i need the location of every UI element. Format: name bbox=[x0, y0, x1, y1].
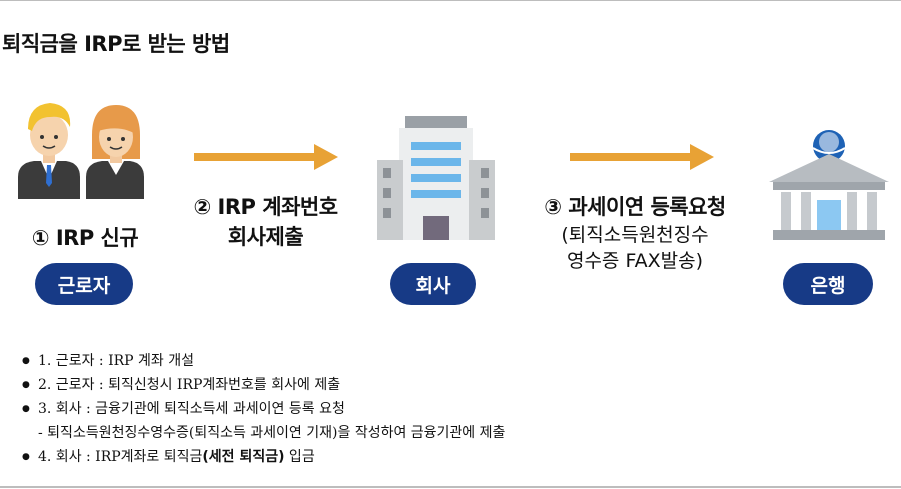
list-item-4-suffix: 입금 bbox=[284, 449, 315, 465]
arrow-2-icon bbox=[570, 144, 714, 170]
step3-label: ③ 과세이연 등록요청 bbox=[544, 195, 726, 219]
workers-illustration bbox=[18, 103, 144, 199]
worker-badge: 근로자 bbox=[35, 263, 133, 305]
company-building-icon bbox=[377, 116, 495, 240]
list-item-1: 1. 근로자 : IRP 계좌 개설 bbox=[22, 349, 505, 373]
bottom-divider bbox=[0, 486, 901, 488]
list-item-4-prefix: 4. 회사 : IRP계좌로 퇴직금 bbox=[38, 449, 203, 465]
step2-label-line1: ② IRP 계좌번호 bbox=[193, 195, 338, 219]
bank-building-icon bbox=[769, 130, 889, 240]
list-item-4-bold: (세전 퇴직금) bbox=[202, 449, 285, 465]
steps-list: 1. 근로자 : IRP 계좌 개설 2. 근로자 : 퇴직신청시 IRP계좌번… bbox=[22, 349, 505, 469]
list-item-3: 3. 회사 : 금융기관에 퇴직소득세 과세이연 등록 요청 bbox=[22, 397, 505, 421]
list-item-2: 2. 근로자 : 퇴직신청시 IRP계좌번호를 회사에 제출 bbox=[22, 373, 505, 397]
page-title: 퇴직금을 IRP로 받는 방법 bbox=[2, 32, 230, 56]
step3-sub-line2: 영수증 FAX발송) bbox=[566, 250, 704, 272]
list-item-3-detail: - 퇴직소득원천징수영수증(퇴직소득 과세이연 기재)을 작성하여 금융기관에 … bbox=[38, 425, 506, 441]
list-item-4: 4. 회사 : IRP계좌로 퇴직금(세전 퇴직금) 입금 bbox=[22, 445, 505, 469]
step3-sub-line1: (퇴직소득원천징수 bbox=[561, 224, 709, 246]
company-badge: 회사 bbox=[390, 263, 476, 305]
top-divider bbox=[0, 0, 901, 1]
step1-label: ① IRP 신규 bbox=[31, 226, 139, 250]
arrow-1-icon bbox=[194, 144, 338, 170]
bank-badge: 은행 bbox=[783, 263, 873, 305]
step2-label-line2: 회사제출 bbox=[227, 225, 304, 249]
